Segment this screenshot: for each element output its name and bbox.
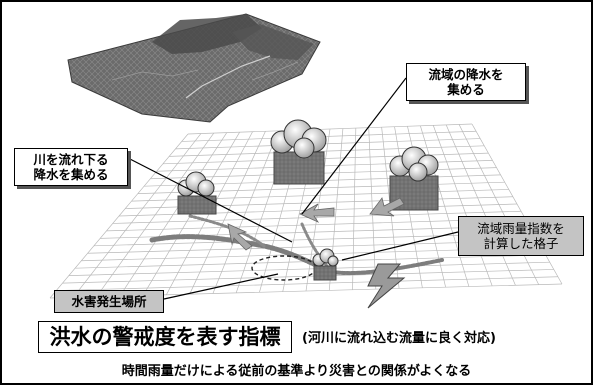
grid-callout: 流域雨量指数を 計算した格子: [458, 216, 584, 256]
basin-rain-callout: 流域の降水を 集める: [406, 63, 526, 101]
grid-line-2: 計算した格子: [483, 236, 559, 251]
catchment-grid-mesh: [49, 123, 563, 299]
grid-line: [432, 125, 493, 287]
grid-line: [112, 210, 522, 224]
river-rain-line-2: 降水を集める: [33, 167, 109, 182]
terrain-map-icon: [67, 13, 321, 123]
title-note: (河川に流れ込む流量に良く対応): [302, 331, 496, 346]
leader-lines: [127, 77, 459, 300]
grid-line: [56, 276, 558, 291]
page-title: 洪水の警戒度を表す指標: [38, 321, 292, 353]
rain-cloud-icon: [312, 248, 339, 267]
grid-line: [106, 218, 526, 232]
rain-block: [177, 195, 217, 215]
disaster-site-callout: 水害発生場所: [54, 290, 164, 313]
rain-block: [273, 151, 325, 185]
basin-rain-line-2: 集める: [447, 82, 485, 97]
river-rain-line-1: 川を流れ下る: [33, 152, 109, 167]
lightning-icon: [367, 263, 406, 309]
grid-line: [368, 127, 377, 290]
flow-arrow-icon: [227, 197, 405, 251]
rain-cloud-icon: [270, 119, 327, 159]
grid-line: [352, 128, 357, 290]
rain-cloud-icon: [389, 146, 439, 182]
river-rain-callout: 川を流れ下る 降水を集める: [14, 148, 128, 186]
grid-line: [68, 261, 550, 276]
grid-line: [420, 125, 470, 287]
footer-caption: 時間雨量だけによる従前の基準より災害との関係がよくなる: [121, 364, 472, 379]
grid-line: [445, 124, 516, 286]
rain-block: [313, 265, 337, 281]
grid-line: [62, 269, 554, 284]
grid-line: [458, 124, 540, 285]
grid-line-1: 流域雨量指数を: [477, 221, 565, 236]
grid-line: [471, 123, 563, 285]
basin-rain-line-1: 流域の降水を: [428, 67, 504, 82]
